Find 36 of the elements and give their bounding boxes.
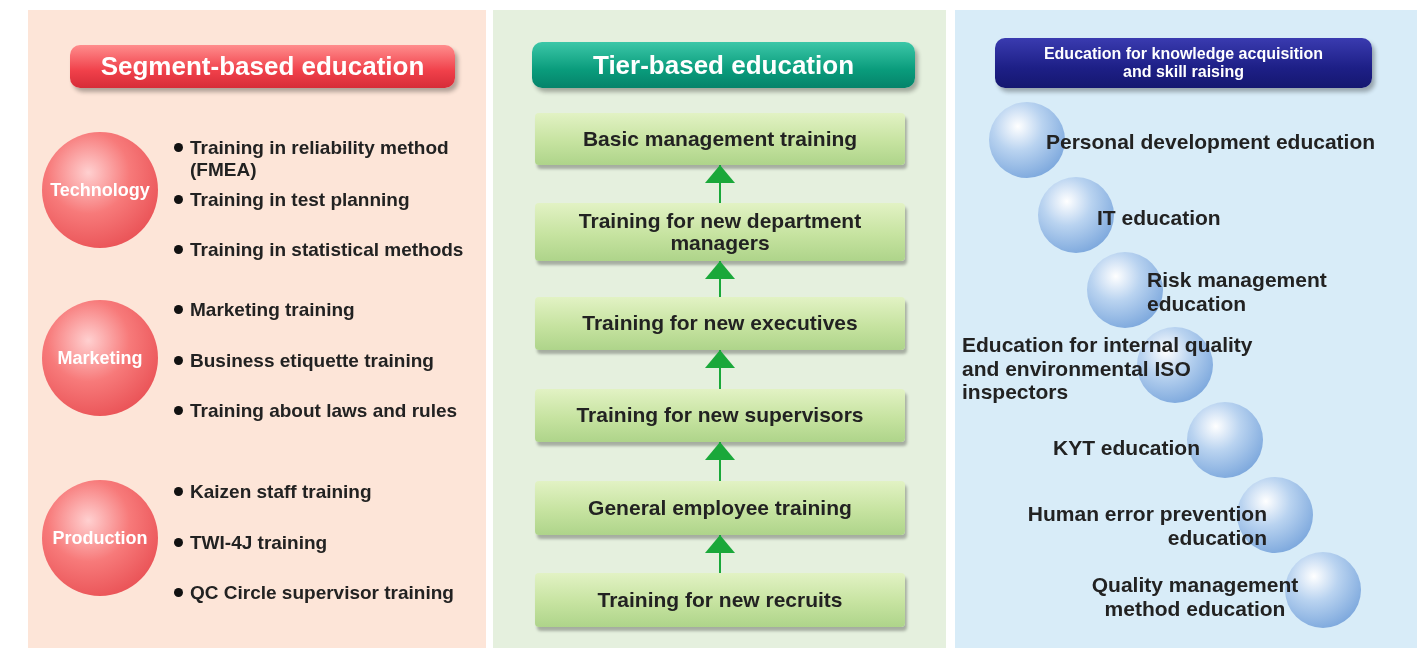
heading-banner: Tier-based education	[532, 42, 915, 88]
bullet-item: Business etiquette training	[172, 350, 484, 372]
bullet-item: Marketing training	[172, 299, 484, 321]
training-box: Basic management training	[535, 113, 905, 165]
category-circle: Marketing	[42, 300, 158, 416]
heading-banner: Education for knowledge acquisition and skill raising	[995, 38, 1372, 88]
panel-background	[28, 10, 486, 648]
bullet-item: Training about laws and rules	[172, 400, 484, 422]
topic-label: Education for internal quality and environmental ISO inspectors	[962, 333, 1254, 404]
bullet-item: Training in test planning	[172, 189, 484, 211]
topic-label: KYT education	[1053, 436, 1201, 460]
panel-background	[493, 10, 946, 648]
up-arrow	[705, 349, 735, 390]
heading-banner: Segment-based education	[70, 45, 455, 88]
panel-background	[955, 10, 1417, 648]
bullet-item: QC Circle supervisor training	[172, 582, 484, 604]
bullet-item: Training in reliability method (FMEA)	[172, 137, 484, 181]
category-circle: Production	[42, 480, 158, 596]
topic-label: Human error prevention education	[1026, 502, 1267, 550]
topic-label: Personal development education	[1046, 130, 1377, 154]
up-arrow	[705, 164, 735, 204]
up-arrow	[705, 441, 735, 482]
bullet-item: Kaizen staff training	[172, 481, 484, 503]
training-box: Training for new executives	[535, 297, 905, 350]
topic-label: Quality management method education	[1090, 573, 1300, 621]
training-box: Training for new department managers	[535, 203, 905, 261]
training-box: Training for new supervisors	[535, 389, 905, 442]
training-box: Training for new recruits	[535, 573, 905, 627]
topic-label: IT education	[1097, 206, 1222, 230]
up-arrow	[705, 260, 735, 298]
topic-label: Risk management education	[1147, 268, 1328, 316]
bullet-item: TWI-4J training	[172, 532, 484, 554]
up-arrow	[705, 534, 735, 574]
training-box: General employee training	[535, 481, 905, 535]
bullet-item: Training in statistical methods	[172, 239, 484, 261]
category-circle: Technology	[42, 132, 158, 248]
